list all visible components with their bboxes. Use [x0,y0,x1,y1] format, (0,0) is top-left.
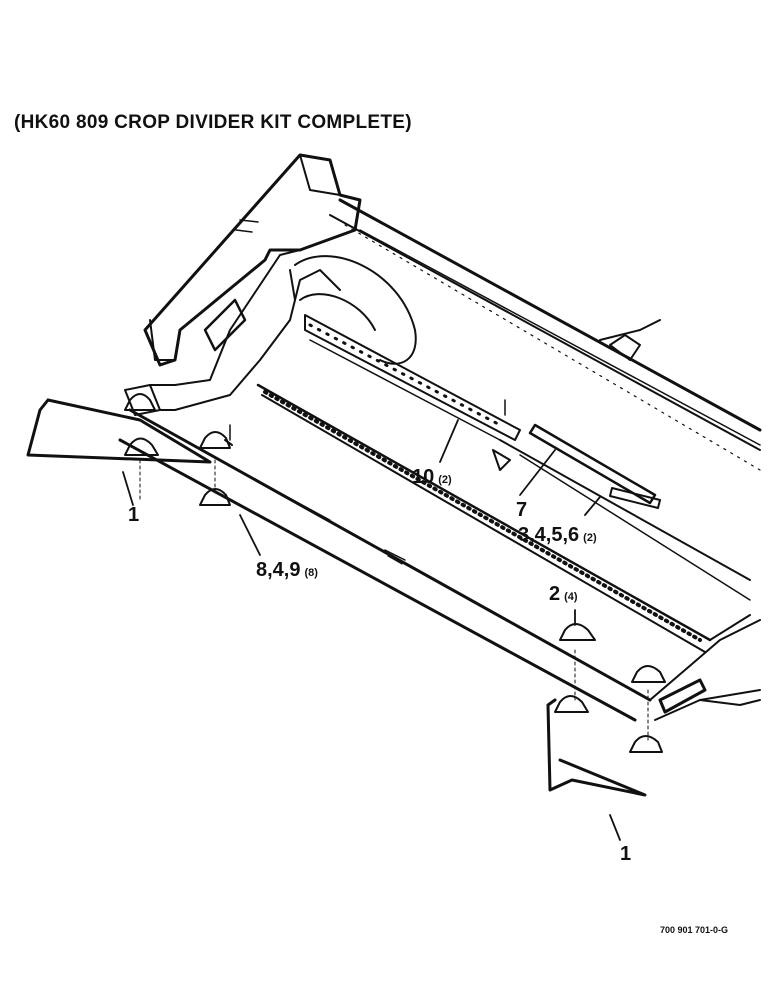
callout-8-4-9: 8,4,9(8) [256,559,318,581]
callout-10: 10(2) [412,466,452,488]
header-back-beam [329,198,762,471]
leader-lines [122,419,621,841]
callout-3-4-5-6: 3,4,5,6(2) [518,524,597,546]
callout-7: 7 [516,499,527,521]
reference-number: 700 901 701-0-G [660,925,728,935]
right-end-assembly [649,614,761,721]
callout-1-left: 1 [128,504,139,526]
divider-straps [224,399,661,509]
auger-drum [289,255,417,365]
front-tube [118,408,652,722]
header-end-panel [124,153,362,416]
callout-1-right: 1 [620,843,631,865]
crop-divider-rod-left [26,398,212,464]
crop-divider-rod-right [546,698,647,797]
cutter-bar [256,314,751,653]
diagram-title: (HK60 809 CROP DIVIDER KIT COMPLETE) [14,112,412,133]
callout-2: 2(4) [549,583,578,605]
clamps [124,393,666,753]
